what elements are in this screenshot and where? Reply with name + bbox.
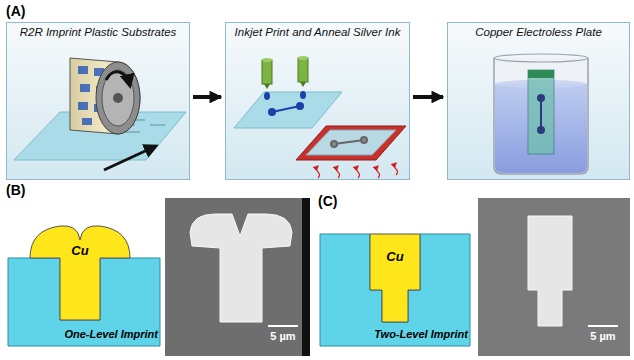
process-arrow bbox=[413, 95, 443, 99]
process-panel: R2R Imprint Plastic Substrates bbox=[6, 22, 190, 180]
scale-bar-label: 5 µm bbox=[578, 330, 628, 343]
roller-illustration bbox=[14, 58, 186, 170]
panel-letter: (C) bbox=[318, 193, 358, 209]
structure-caption: Two-Level Imprint bbox=[350, 328, 468, 341]
process-panel: Inkjet Print and Anneal Silver Ink bbox=[225, 22, 410, 180]
structure-caption: One-Level Imprint bbox=[44, 328, 158, 341]
sem-image bbox=[478, 198, 630, 356]
process-panel: Copper Electroless Plate bbox=[447, 22, 630, 180]
panel-title: R2R Imprint Plastic Substrates bbox=[7, 23, 189, 40]
panel-ground bbox=[6, 22, 190, 180]
panel-title: Inkjet Print and Anneal Silver Ink bbox=[226, 23, 409, 40]
process-arrow bbox=[193, 95, 221, 99]
panel-ground bbox=[447, 22, 630, 180]
panel-letter: (A) bbox=[6, 3, 46, 19]
scale-bar-label: 5 µm bbox=[258, 330, 308, 343]
material-label: Cu bbox=[60, 244, 100, 259]
beaker-illustration bbox=[494, 54, 588, 174]
inkjet-illustration bbox=[234, 56, 406, 178]
panel-title: Copper Electroless Plate bbox=[448, 23, 629, 40]
one-level-schematic bbox=[8, 226, 160, 346]
sem-image bbox=[165, 198, 310, 356]
panel-letter: (B) bbox=[6, 182, 46, 198]
two-level-schematic bbox=[320, 234, 470, 346]
panel-ground bbox=[225, 22, 410, 180]
material-label: Cu bbox=[370, 250, 420, 265]
